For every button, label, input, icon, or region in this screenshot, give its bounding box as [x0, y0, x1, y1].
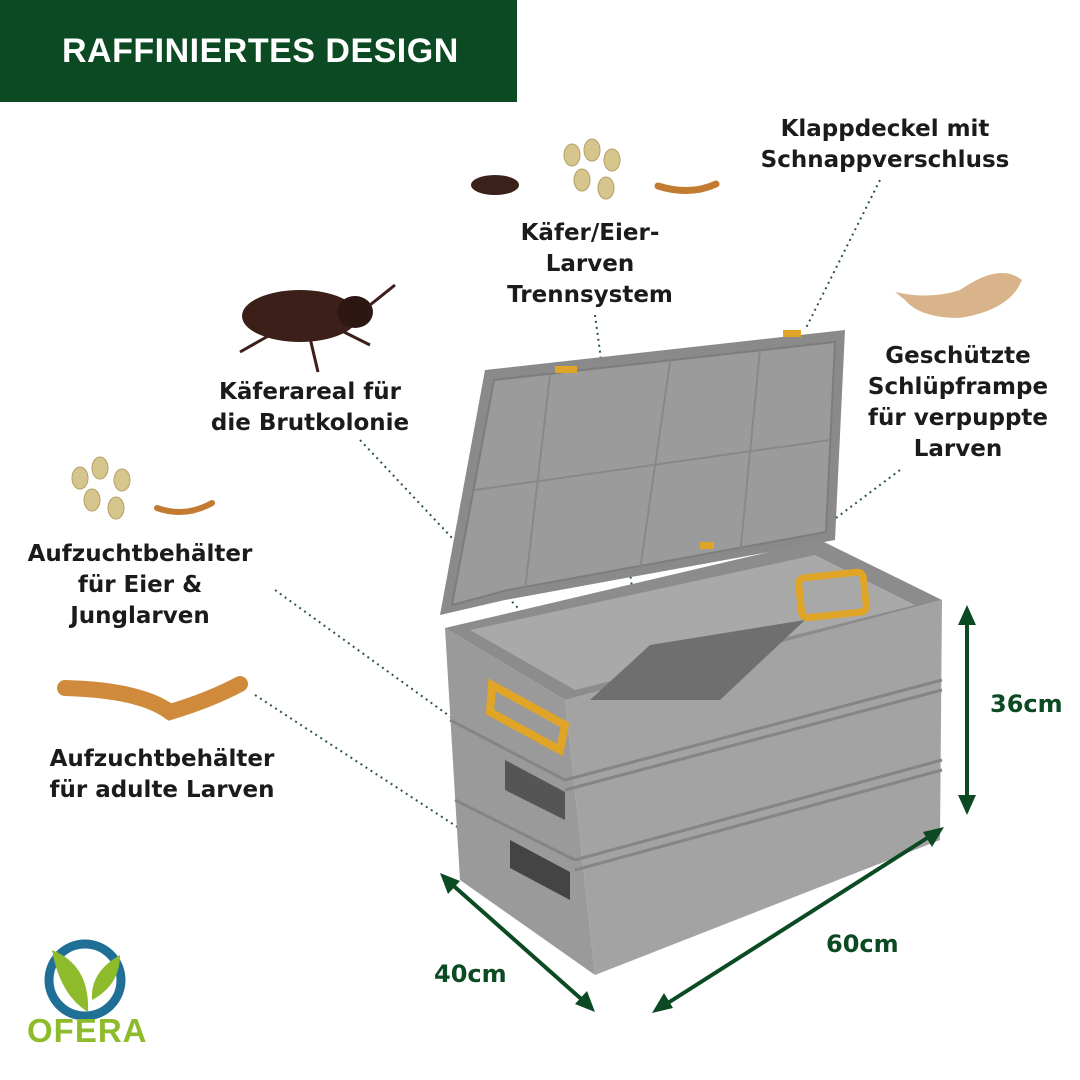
dimension-height: 36cm [990, 690, 1063, 718]
label-line: Aufzuchtbehälter [27, 541, 253, 567]
handle [795, 568, 870, 622]
label-line: Aufzuchtbehälter [49, 746, 275, 772]
label-beetle-area: Käferareal für die Brutkolonie [185, 377, 435, 439]
label-adult-container: Aufzuchtbehälter für adulte Larven [32, 744, 292, 806]
label-separator: Käfer/Eier- Larven Trennsystem [470, 218, 710, 311]
handle [485, 678, 570, 757]
label-line: für verpuppte [867, 405, 1049, 431]
label-line: Junglarven [70, 603, 210, 629]
label-line: Schlüpframpe [867, 374, 1049, 400]
stacked-crates [445, 540, 943, 975]
label-lid: Klappdeckel mit Schnappverschluss [735, 114, 1035, 176]
label-line: Klappdeckel mit [780, 116, 990, 142]
ofera-logo [44, 939, 126, 1021]
eggs-icon [71, 138, 621, 520]
dimension-arrows [440, 605, 976, 1013]
larva-icon [57, 180, 720, 721]
label-line: Larven [545, 251, 635, 277]
header-banner: RAFFINIERTES DESIGN [0, 0, 517, 102]
label-egg-container: Aufzuchtbehälter für Eier & Junglarven [10, 539, 270, 632]
label-line: Geschützte [885, 343, 1031, 369]
label-line: Käfer/Eier- [520, 220, 660, 246]
page-title: RAFFINIERTES DESIGN [62, 31, 459, 70]
label-line: die Brutkolonie [210, 410, 410, 436]
label-line: Larven [913, 436, 1003, 462]
label-line: Trennsystem [507, 282, 673, 308]
label-line: für Eier & [77, 572, 203, 598]
lid [440, 330, 845, 615]
separator-well [590, 620, 805, 700]
label-line: für adulte Larven [49, 777, 275, 803]
pupa-icon [895, 272, 1022, 318]
label-ramp: Geschützte Schlüpframpe für verpuppte La… [838, 341, 1078, 465]
dimension-width: 40cm [434, 960, 507, 988]
latch [555, 366, 577, 373]
logo-text: OFERA [27, 1012, 148, 1049]
beetle-icon [239, 283, 396, 373]
beetle-small-icon [471, 175, 519, 195]
label-line: Schnappverschluss [760, 147, 1010, 173]
latch [783, 330, 801, 337]
label-line: Käferareal für [219, 379, 401, 405]
dimension-length: 60cm [826, 930, 899, 958]
